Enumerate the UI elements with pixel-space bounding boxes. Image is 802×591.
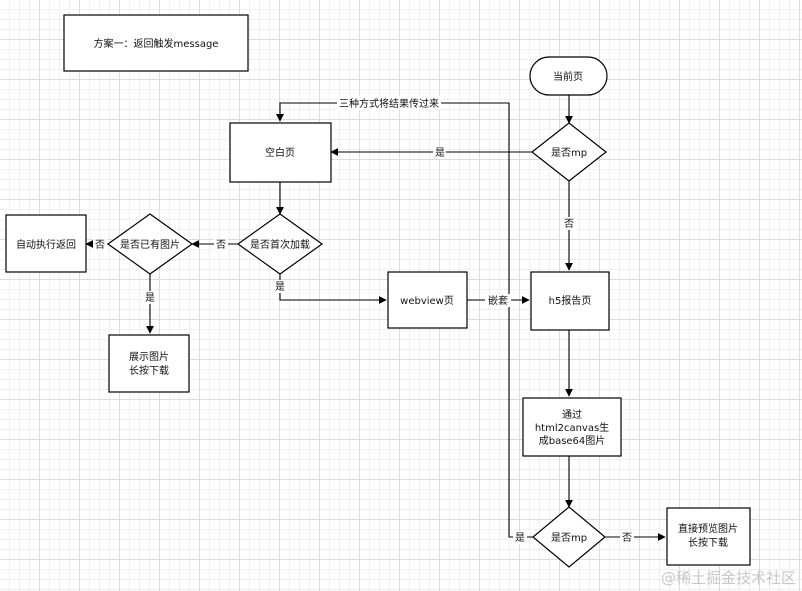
svg-text:直接预览图片: 直接预览图片 — [678, 522, 738, 535]
has-image-decision: 是否已有图片 — [106, 213, 194, 275]
label-yes-top: 是 — [435, 147, 445, 159]
svg-text:空白页: 空白页 — [265, 146, 295, 159]
svg-text:长按下载: 长按下载 — [129, 364, 169, 377]
label-three-ways: 三种方式将结果传过来 — [339, 97, 439, 110]
svg-text:是否mp: 是否mp — [551, 532, 587, 544]
label-yes-has-image: 是 — [145, 292, 155, 304]
svg-text:是否mp: 是否mp — [551, 147, 587, 159]
edge-first-load-to-webview — [279, 274, 387, 304]
svg-text:展示图片: 展示图片 — [129, 350, 169, 363]
blank-page-node: 空白页 — [229, 122, 332, 183]
plan-box: 方案一：返回触发message — [63, 14, 249, 72]
h5-report-page-node: h5报告页 — [530, 271, 610, 331]
preview-node: 直接预览图片 长按下载 — [666, 507, 751, 566]
html2canvas-node: 通过 html2canvas生 成base64图片 — [522, 397, 622, 457]
is-mp-top-decision: 是否mp — [531, 122, 607, 182]
svg-text:自动执行返回: 自动执行返回 — [16, 238, 76, 251]
current-page-node: 当前页 — [529, 56, 608, 96]
watermark: @稀土掘金技术社区 — [661, 569, 796, 587]
svg-text:当前页: 当前页 — [553, 70, 583, 83]
svg-text:长按下载: 长按下载 — [688, 536, 728, 549]
label-no-has-image: 否 — [95, 239, 105, 251]
svg-text:webview页: webview页 — [400, 295, 454, 307]
show-image-node: 展示图片 长按下载 — [108, 334, 190, 393]
svg-text:方案一：返回触发message: 方案一：返回触发message — [94, 37, 219, 50]
label-no-top: 否 — [564, 218, 574, 230]
label-no-bottom: 否 — [622, 532, 632, 544]
svg-text:是否首次加载: 是否首次加载 — [250, 238, 310, 251]
svg-text:html2canvas生: html2canvas生 — [535, 421, 609, 434]
label-yes-first-load: 是 — [275, 281, 285, 293]
svg-text:成base64图片: 成base64图片 — [539, 434, 606, 447]
first-load-decision: 是否首次加载 — [236, 213, 324, 275]
label-yes-bottom: 是 — [515, 532, 525, 544]
webview-page-node: webview页 — [387, 271, 468, 329]
label-no-first-load: 否 — [216, 239, 226, 251]
svg-text:是否已有图片: 是否已有图片 — [120, 238, 180, 251]
svg-text:h5报告页: h5报告页 — [549, 294, 592, 307]
label-embed: 嵌套 — [488, 294, 508, 307]
svg-text:通过: 通过 — [562, 408, 582, 421]
auto-return-node: 自动执行返回 — [5, 214, 87, 273]
is-mp-bottom-decision: 是否mp — [532, 506, 606, 568]
